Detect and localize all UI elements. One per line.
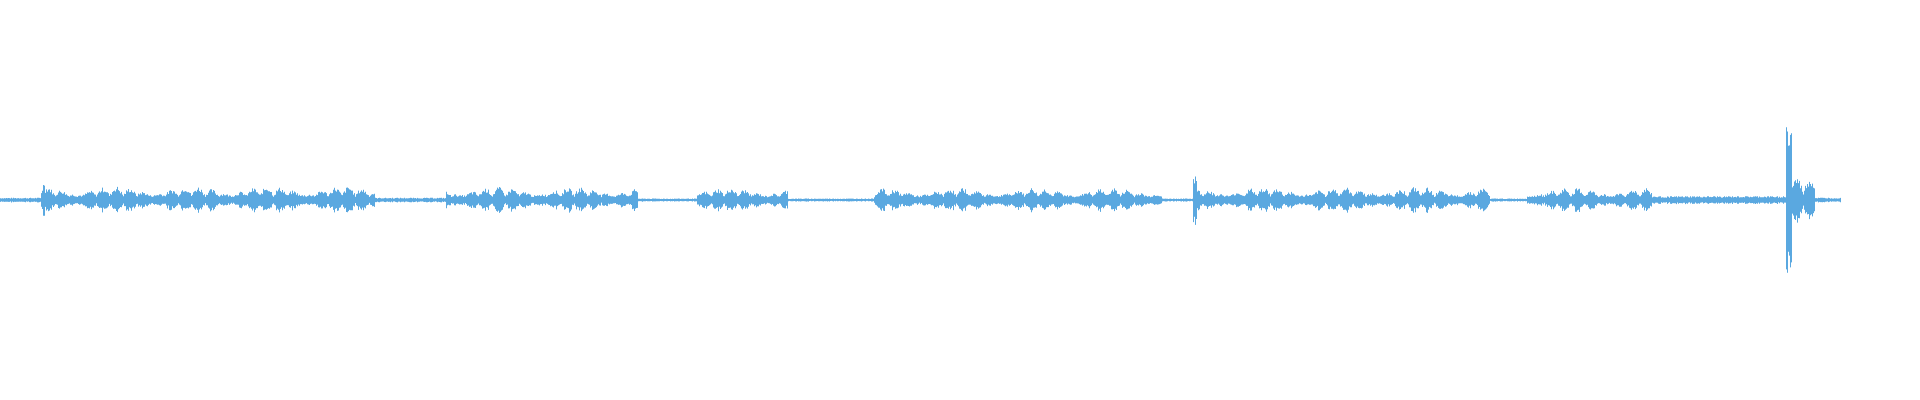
waveform-samples bbox=[0, 127, 1841, 273]
waveform-bars bbox=[0, 127, 1841, 273]
